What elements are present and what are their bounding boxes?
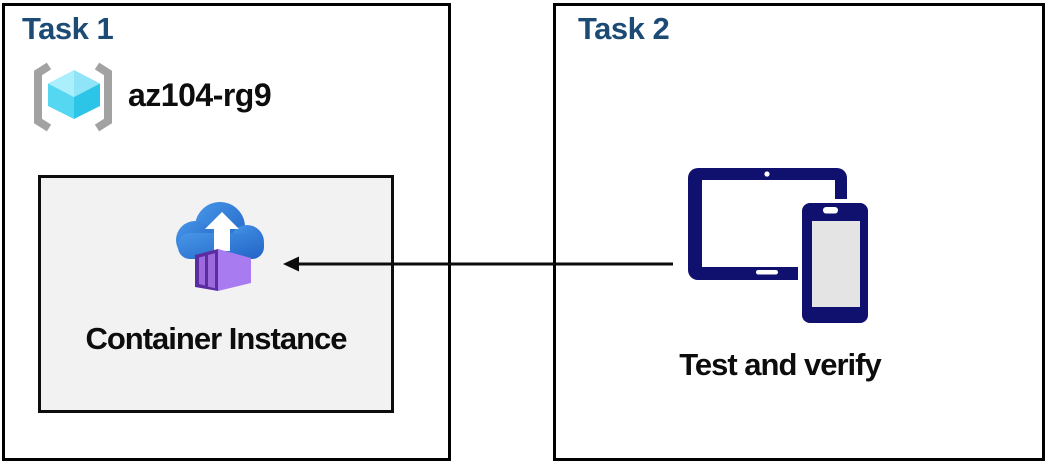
container-instance-icon <box>176 202 264 291</box>
resource-group-icon <box>34 62 112 132</box>
container-instance-label: Container Instance <box>85 321 347 356</box>
devices-icon <box>688 168 872 327</box>
task1-title: Task 1 <box>22 11 114 46</box>
right-bracket <box>94 62 112 132</box>
cube-glyph <box>48 70 100 119</box>
resource-group-name: az104-rg9 <box>128 77 272 113</box>
test-and-verify-label: Test and verify <box>679 347 882 382</box>
arrowhead <box>283 256 299 272</box>
left-bracket <box>34 62 52 132</box>
upload-arrow <box>205 212 239 251</box>
left-arrow-connector <box>283 256 673 272</box>
task2-title: Task 2 <box>578 11 670 46</box>
phone-glyph <box>798 199 872 327</box>
container-box <box>195 249 251 291</box>
